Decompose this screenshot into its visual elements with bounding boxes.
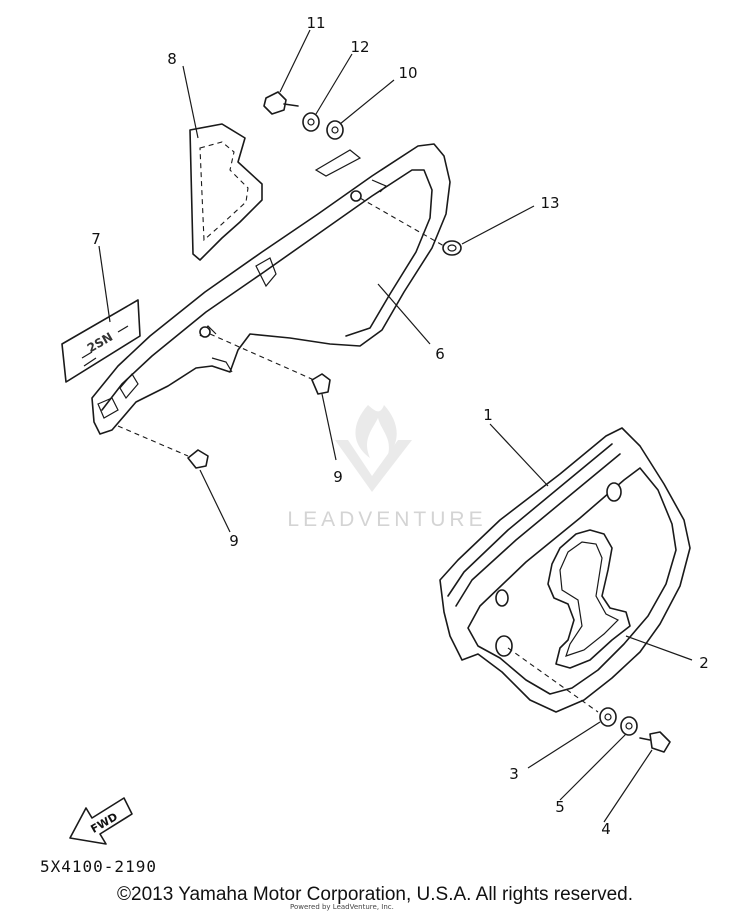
callout-5: 5 xyxy=(555,798,565,816)
part-8-plate xyxy=(189,123,263,261)
part-1-side-cover xyxy=(439,427,691,713)
assembly-lines xyxy=(117,197,599,713)
callout-1: 1 xyxy=(483,406,493,424)
part-12-washer xyxy=(302,112,320,132)
callout-10: 10 xyxy=(398,64,417,82)
watermark-text: LEADVENTURE xyxy=(287,508,486,531)
part-10-collar xyxy=(326,120,344,140)
part-5-collar xyxy=(620,716,638,736)
watermark-logo xyxy=(335,405,412,492)
assembly-line-top xyxy=(314,149,362,177)
callout-2: 2 xyxy=(699,654,709,672)
callout-7: 7 xyxy=(91,230,101,248)
callout-9-lower: 9 xyxy=(229,532,239,550)
fwd-arrow-icon: FWD xyxy=(69,797,133,845)
part-6-side-cover xyxy=(91,143,451,435)
callout-3: 3 xyxy=(509,765,519,783)
callout-11: 11 xyxy=(306,14,325,32)
part-13-grommet xyxy=(442,240,462,256)
callout-6: 6 xyxy=(435,345,445,363)
part-9-grommet-upper xyxy=(311,373,331,395)
part-7-decal: 2SN xyxy=(61,299,141,383)
copyright-subtext: Powered by LeadVenture, Inc. xyxy=(290,903,394,911)
part-3-washer xyxy=(599,707,617,727)
callout-4: 4 xyxy=(601,820,611,838)
diagram-part-number: 5X4100-2190 xyxy=(40,857,157,876)
callout-12: 12 xyxy=(350,38,369,56)
callout-9-upper: 9 xyxy=(333,468,343,486)
copyright-notice: ©2013 Yamaha Motor Corporation, U.S.A. A… xyxy=(117,884,633,905)
part-9-grommet-lower xyxy=(187,449,209,469)
callout-8: 8 xyxy=(167,50,177,68)
part-4-screw xyxy=(639,731,671,753)
decal-text: 2SN xyxy=(85,330,115,356)
part-11-bolt xyxy=(263,91,299,115)
callout-13: 13 xyxy=(540,194,559,212)
leader-lines xyxy=(98,29,693,823)
